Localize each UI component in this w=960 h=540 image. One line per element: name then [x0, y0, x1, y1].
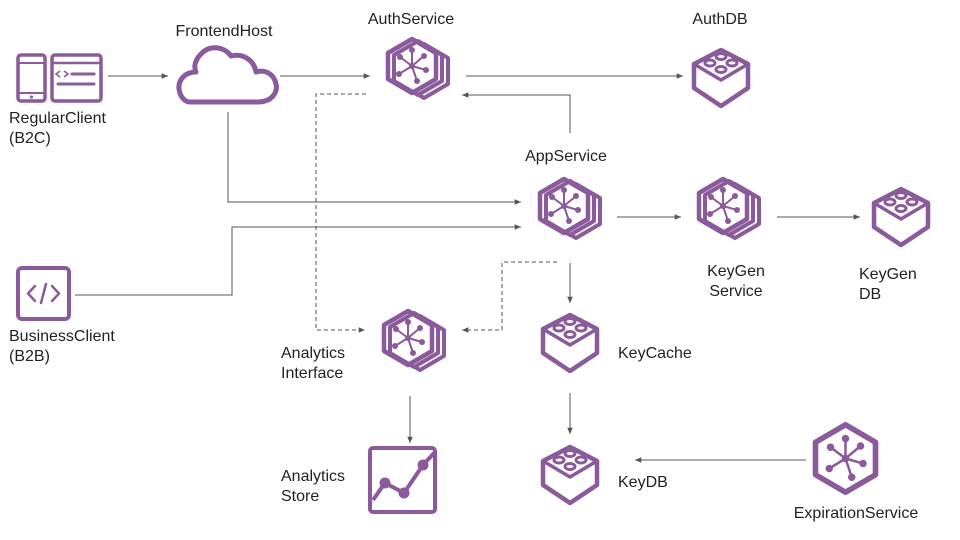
database-icon [543, 315, 597, 371]
database-icon [543, 447, 597, 503]
analyticsstore-label: Analytics Store [281, 467, 345, 507]
analyticsinterface-label: Analytics Interface [281, 344, 345, 384]
keygenservice-label-line1: KeyGen [707, 263, 765, 280]
keygenservice-label: KeyGen Service [707, 262, 765, 302]
regularclient-label-line1: RegularClient [9, 110, 106, 127]
businessclient-label-line2: (B2B) [9, 348, 50, 365]
code-icon [16, 266, 71, 321]
analyticsinterface-label-line1: Analytics [281, 345, 346, 362]
service-stack-icon [384, 311, 444, 370]
database-icon [874, 189, 928, 245]
edge-businessclient-appservice [75, 224, 521, 296]
analyticsinterface-label-line2: Interface [281, 365, 344, 382]
analyticsstore-label-line2: Store [281, 488, 320, 505]
analyticsstore-label-line1: Analytics [281, 468, 346, 485]
appservice-label: AppService [525, 148, 607, 165]
keydb-label: KeyDB [618, 474, 668, 491]
database-icon [694, 50, 748, 106]
service-stack-icon [540, 179, 600, 238]
authdb-label: AuthDB [692, 11, 748, 28]
regularclient-label: RegularClient (B2C) [9, 109, 106, 149]
line-chart-icon [368, 446, 437, 514]
frontendhost-label: FrontendHost [175, 23, 273, 40]
keygenservice-label-line2: Service [709, 283, 763, 300]
keycache-label: KeyCache [618, 345, 692, 362]
keygendb-label-line2: DB [859, 286, 882, 303]
keygendb-label: KeyGen DB [859, 265, 917, 305]
devices-icon [16, 53, 103, 103]
businessclient-label: BusinessClient (B2B) [9, 327, 115, 367]
authservice-label: AuthService [367, 11, 455, 28]
service-stack-icon [699, 179, 759, 238]
edge-authservice-analyticsinterface [315, 93, 366, 333]
businessclient-label-line1: BusinessClient [9, 328, 115, 345]
regularclient-label-line2: (B2C) [9, 130, 51, 147]
edge-appservice-analyticsinterface [462, 261, 557, 333]
edge-frontendhost-appservice [227, 112, 521, 205]
keygendb-label-line1: KeyGen [859, 266, 917, 283]
expirationservice-label: ExpirationService [793, 505, 919, 522]
service-icon [816, 425, 876, 493]
cloud-icon [176, 45, 279, 105]
edges [75, 73, 860, 463]
edge-appservice-authservice [462, 92, 571, 133]
service-stack-icon [388, 39, 448, 98]
